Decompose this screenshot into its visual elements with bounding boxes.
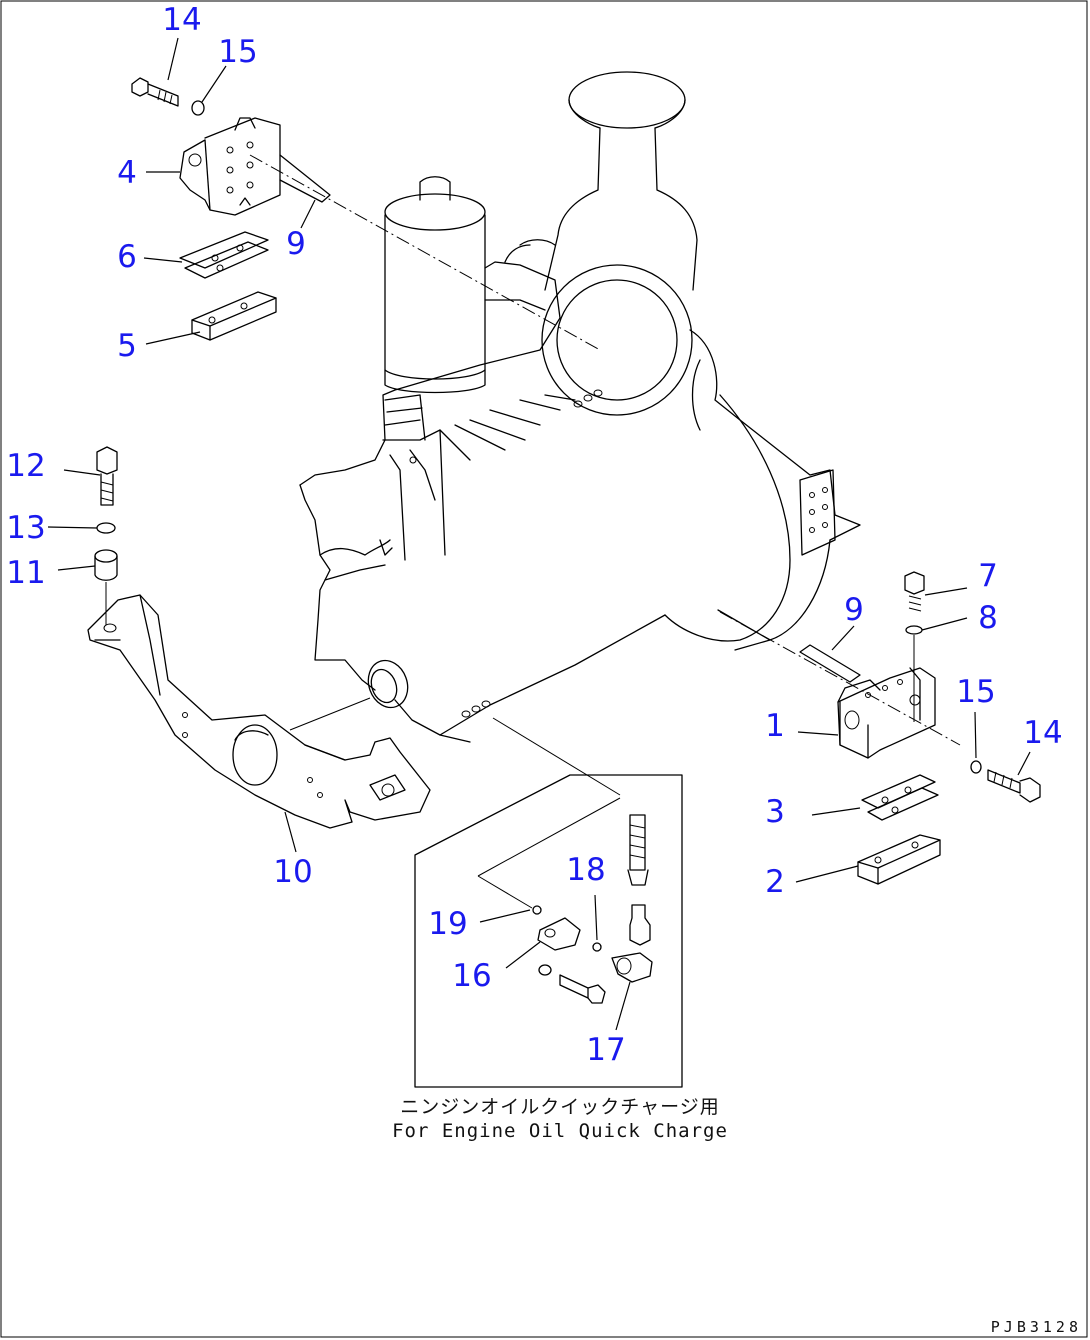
pin-upper (279, 154, 331, 203)
label-part-14-upper: 14 (162, 2, 201, 38)
label-part-9-upper: 9 (286, 226, 306, 262)
caption-japanese: ニンジンオイルクイックチャージ用 (400, 1096, 720, 1118)
bolt-vertical-left (96, 446, 118, 506)
front-mount-bracket (179, 117, 281, 216)
rear-mount-bracket (837, 667, 936, 759)
label-part-18: 18 (566, 852, 605, 888)
label-part-1: 1 (765, 708, 785, 744)
support-frame (87, 594, 431, 829)
washer-right-top (905, 625, 923, 635)
quick-charge-detail (414, 717, 683, 1088)
label-part-13: 13 (6, 510, 45, 546)
label-part-2: 2 (765, 864, 785, 900)
leader-lines (47, 37, 1031, 1031)
label-part-5: 5 (117, 328, 137, 364)
spacer-block-lower (857, 834, 941, 885)
label-part-16: 16 (452, 958, 491, 994)
label-part-10: 10 (273, 854, 312, 890)
label-part-17: 17 (586, 1032, 625, 1068)
center-axis-line-upper (249, 154, 601, 351)
label-part-15-upper: 15 (218, 34, 257, 70)
pin-lower (799, 644, 861, 683)
drawing-number: PJB3128 (990, 1318, 1082, 1336)
cushion-left (94, 549, 118, 581)
washer-upper (191, 100, 205, 116)
label-part-3: 3 (765, 794, 785, 830)
part-number-labels: 1 2 3 4 5 6 7 8 9 9 10 11 12 13 14 14 15… (6, 2, 1062, 1068)
washer-right (970, 760, 982, 774)
label-part-15-lower: 15 (956, 674, 995, 710)
spacer-block-upper (191, 291, 277, 341)
label-part-12: 12 (6, 448, 45, 484)
engine-block (299, 261, 861, 743)
air-intake-assembly (504, 71, 698, 416)
oil-filter-canister (384, 176, 486, 394)
label-part-7: 7 (978, 558, 998, 594)
label-part-8: 8 (978, 600, 998, 636)
shim-lower (861, 774, 939, 821)
bolt-lower-right (987, 769, 1041, 803)
washer-left (96, 522, 116, 534)
label-part-6: 6 (117, 239, 137, 275)
bolt-vertical-right (904, 571, 925, 612)
label-part-19: 19 (428, 906, 467, 942)
bolt-upper (131, 77, 179, 107)
center-axis-line-lower (719, 611, 961, 746)
label-part-14-lower: 14 (1023, 715, 1062, 751)
label-part-11: 11 (6, 555, 45, 591)
label-part-9-lower: 9 (844, 592, 864, 628)
caption-english: For Engine Oil Quick Charge (392, 1120, 728, 1142)
label-part-4: 4 (117, 155, 137, 191)
shim-upper (179, 231, 269, 279)
